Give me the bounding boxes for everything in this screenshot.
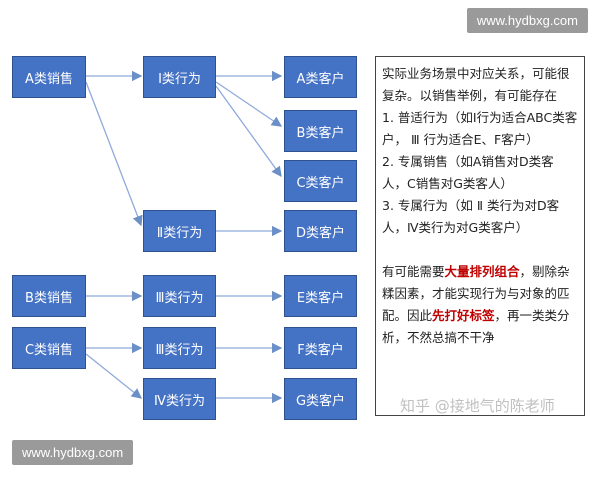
highlight-tags: 先打好标签 <box>432 308 495 323</box>
arrow-b1-to-customer-b <box>215 81 283 127</box>
customer-a-box: A类客户 <box>284 56 357 98</box>
zhihu-watermark: 知乎 @接地气的陈老师 <box>400 397 555 415</box>
arrow-cseller-to-behavior4 <box>85 353 143 399</box>
conclusion-part-c: ，剔除杂糅因素，才能实现行为与对象的匹配。因此 <box>382 264 570 323</box>
highlight-permutations: 大量排列组合 <box>444 264 520 279</box>
watermark-top: www.hydbxg.com <box>466 8 588 33</box>
behavior-1-box: Ⅰ类行为 <box>143 56 216 98</box>
panel-item-2: 2. 专属销售（如A销售对D类客人，C销售对G类客人） <box>382 154 554 191</box>
customer-d-box: D类客户 <box>284 210 357 252</box>
panel-intro: 实际业务场景中对应关系，可能很复杂。以销售举例，有可能存在 <box>382 66 570 103</box>
customer-g-box: G类客户 <box>284 378 357 420</box>
arrow-b1-to-customer-c <box>215 85 282 178</box>
panel-item-3: 3. 专属行为（如 Ⅱ 类行为对D客人，Ⅳ类行为对G类客户） <box>382 198 560 235</box>
panel-item-1: 1. 普适行为（如Ⅰ行为适合ABC类客户， Ⅲ 行为适合E、F客户） <box>382 110 578 147</box>
seller-b-box: B类销售 <box>12 275 86 317</box>
behavior-3b-box: Ⅲ类行为 <box>143 327 216 369</box>
conclusion-part-a: 有可能需要 <box>382 264 445 279</box>
customer-b-box: B类客户 <box>284 110 357 152</box>
conclusion-part-e: ，再一类类分析，不然总搞不干净 <box>382 308 570 345</box>
panel-spacer <box>382 239 578 261</box>
behavior-4-box: Ⅳ类行为 <box>143 378 216 420</box>
customer-f-box: F类客户 <box>284 327 357 369</box>
customer-e-box: E类客户 <box>284 275 357 317</box>
explanation-panel: 实际业务场景中对应关系，可能很复杂。以销售举例，有可能存在 1. 普适行为（如Ⅰ… <box>375 56 585 416</box>
behavior-3-box: Ⅲ类行为 <box>143 275 216 317</box>
watermark-bottom: www.hydbxg.com <box>12 440 134 465</box>
behavior-2-box: Ⅱ类行为 <box>143 210 216 252</box>
arrow-a-to-behavior2 <box>85 81 143 227</box>
seller-c-box: C类销售 <box>12 327 86 369</box>
customer-c-box: C类客户 <box>284 160 357 202</box>
seller-a-box: A类销售 <box>12 56 86 98</box>
panel-conclusion: 有可能需要大量排列组合，剔除杂糅因素，才能实现行为与对象的匹配。因此先打好标签，… <box>382 261 578 349</box>
